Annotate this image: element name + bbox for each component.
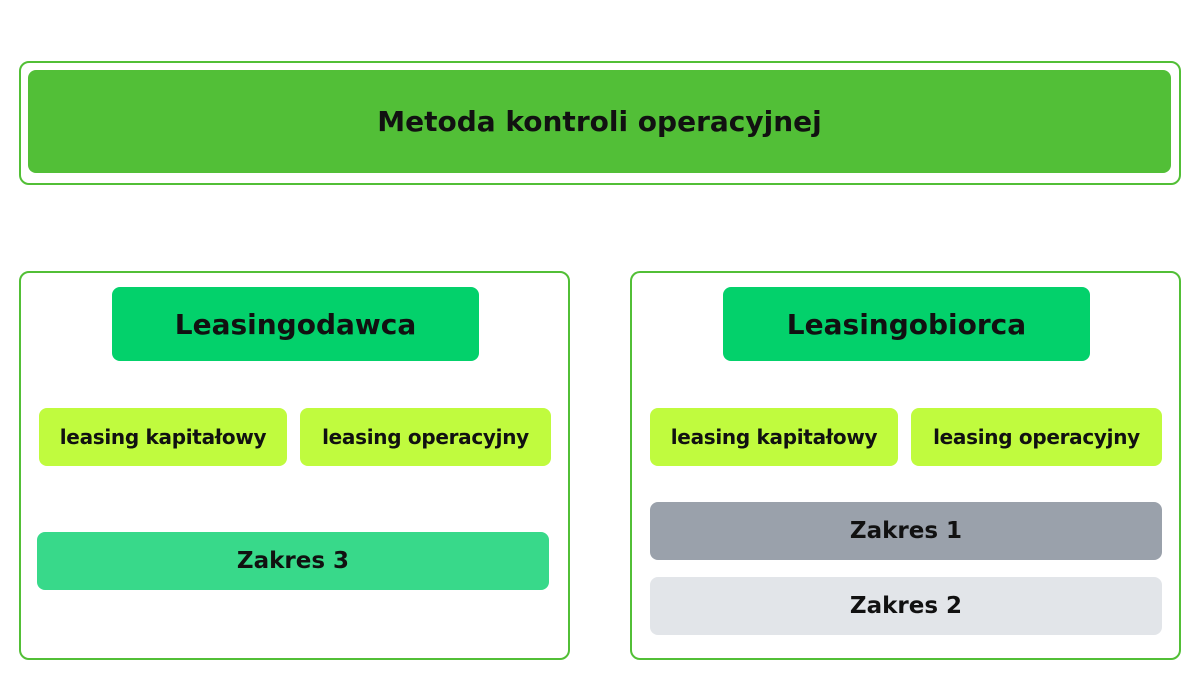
lessor-header: Leasingodawca [112,287,479,361]
lessee-capital-lease: leasing kapitałowy [650,408,898,466]
lessor-operating-lease: leasing operacyjny [300,408,551,466]
lessee-header: Leasingobiorca [723,287,1090,361]
lessor-capital-lease: leasing kapitałowy [39,408,287,466]
lessor-scope-3: Zakres 3 [37,532,549,590]
lessee-operating-lease: leasing operacyjny [911,408,1162,466]
lessee-scope-2: Zakres 2 [650,577,1162,635]
diagram-title: Metoda kontroli operacyjnej [28,70,1171,173]
lessee-scope-1: Zakres 1 [650,502,1162,560]
